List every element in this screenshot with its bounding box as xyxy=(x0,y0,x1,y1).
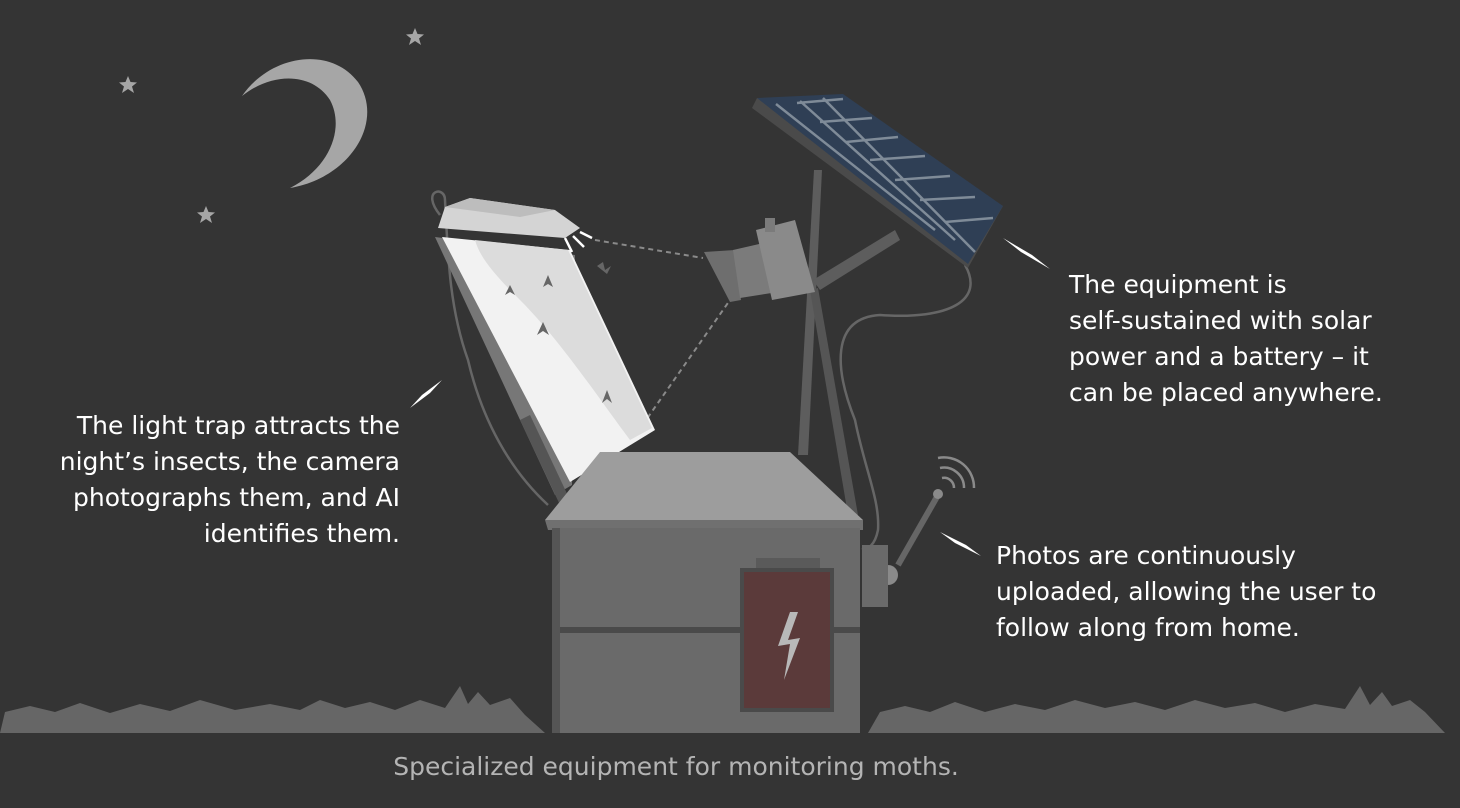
callout-upload: Photos are continuously uploaded, allowi… xyxy=(996,538,1416,646)
star-icon xyxy=(119,76,137,93)
camera-mount xyxy=(765,218,775,232)
wifi-signal-icon xyxy=(937,456,976,489)
antenna xyxy=(895,493,941,567)
callout-line: identifies them. xyxy=(203,519,400,548)
box-lid-edge xyxy=(545,520,863,530)
light-trap-screen xyxy=(442,237,655,482)
tripod-leg xyxy=(810,288,858,515)
moths xyxy=(505,262,612,403)
moth-flying xyxy=(597,262,611,274)
lamp-glow xyxy=(563,230,593,253)
camera-lens-hood xyxy=(704,250,741,302)
moth xyxy=(537,322,549,335)
camera-housing xyxy=(756,220,815,300)
moth xyxy=(543,275,553,287)
tripod-leg xyxy=(813,230,900,290)
solar-panel-grid xyxy=(775,97,994,253)
antenna-tip xyxy=(933,489,943,499)
cable xyxy=(839,264,972,550)
callout-line: self-sustained with solar xyxy=(1069,306,1372,335)
camera-sight-line xyxy=(594,239,704,259)
callout-line: Photos are continuously xyxy=(996,541,1296,570)
light-trap-stand xyxy=(520,415,570,505)
star-icon xyxy=(197,206,215,223)
caption: Specialized equipment for monitoring mot… xyxy=(393,752,959,781)
moth xyxy=(602,390,612,403)
moth xyxy=(505,285,515,295)
grass-left xyxy=(0,686,545,733)
moon-icon xyxy=(242,59,368,188)
modem-connector xyxy=(888,565,898,585)
lightning-bolt-icon xyxy=(778,612,800,680)
callout-line: follow along from home. xyxy=(996,613,1300,642)
pointer-solar xyxy=(1003,238,1050,269)
pointer-upload xyxy=(940,532,981,556)
callout-line: night’s insects, the camera xyxy=(59,447,400,476)
callout-line: power and a battery – it xyxy=(1069,342,1369,371)
box-shade xyxy=(552,528,560,733)
box-lid xyxy=(545,452,863,520)
light-trap-screen-shade xyxy=(475,240,652,440)
callout-line: photographs them, and AI xyxy=(73,483,400,512)
callout-line: uploaded, allowing the user to xyxy=(996,577,1377,606)
modem xyxy=(862,545,888,607)
callout-line: The light trap attracts the xyxy=(76,411,400,440)
callout-solar: The equipment is self-sustained with sol… xyxy=(1069,267,1419,411)
star-icon xyxy=(406,28,424,45)
pointer-light-trap xyxy=(410,380,442,408)
callout-line: can be placed anywhere. xyxy=(1069,378,1383,407)
tripod-leg xyxy=(798,170,822,455)
grass-right xyxy=(868,686,1445,733)
light-trap-lamp-top xyxy=(445,198,555,217)
cable xyxy=(431,190,549,506)
callout-line: The equipment is xyxy=(1069,270,1287,299)
box-divider xyxy=(552,627,860,633)
callout-light-trap: The light trap attracts the night’s inse… xyxy=(40,408,400,552)
